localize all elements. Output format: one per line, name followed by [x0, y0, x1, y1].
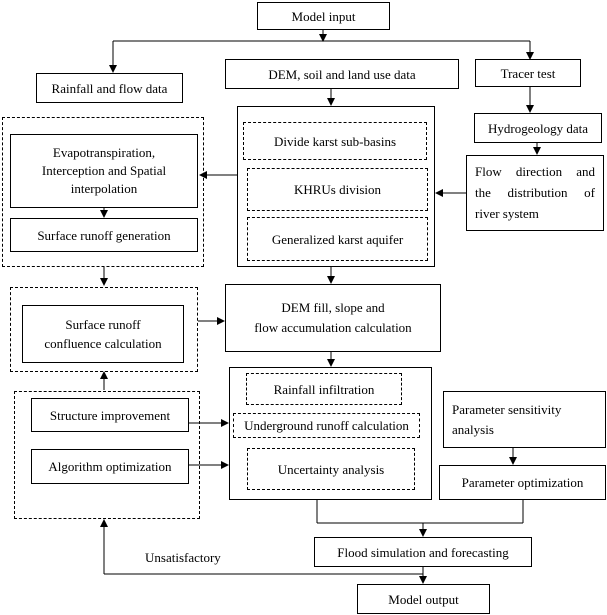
parameter-sensitivity-box: Parameter sensitivity analysis: [443, 391, 606, 448]
rainfall-flow-label: Rainfall and flow data: [51, 80, 168, 96]
evapotranspiration-box: Evapotranspiration, Interception and Spa…: [10, 134, 198, 208]
khrus-division-box: KHRUs division: [247, 168, 428, 211]
rainfall-infiltration-box: Rainfall infiltration: [246, 373, 402, 405]
confluence-group: [10, 287, 198, 372]
divide-subbasins-label: Divide karst sub-basins: [273, 133, 397, 149]
algorithm-optimization-box: Algorithm optimization: [31, 449, 189, 484]
algorithm-optimization-label: Algorithm optimization: [48, 459, 172, 474]
dem-fill-box: DEM fill, slope and flow accumulation ca…: [225, 284, 441, 352]
parameter-sensitivity-line-2: analysis: [452, 422, 494, 437]
uncertainty-analysis-label: Uncertainty analysis: [277, 461, 385, 477]
model-input-box: Model input: [257, 2, 390, 30]
model-improvement-group: [14, 391, 200, 519]
runoff-generation-group: [2, 117, 204, 267]
surface-runoff-generation-box: Surface runoff generation: [10, 218, 198, 252]
generalized-aquifer-box: Generalized karst aquifer: [247, 217, 428, 261]
evapotranspiration-line-3: interpolation: [70, 181, 138, 196]
flow-direction-line-2: the distribution of: [475, 185, 595, 200]
structure-improvement-box: Structure improvement: [31, 398, 189, 432]
khrus-division-label: KHRUs division: [293, 182, 382, 197]
evapotranspiration-line-1: Evapotranspiration,: [52, 145, 156, 160]
divide-subbasins-box: Divide karst sub-basins: [243, 122, 427, 160]
tracer-test-box: Tracer test: [475, 59, 581, 87]
flow-direction-line-1: Flow direction and: [475, 164, 595, 179]
surface-runoff-confluence-box: Surface runoff confluence calculation: [22, 305, 184, 363]
hydrogeology-label: Hydrogeology data: [487, 120, 588, 136]
flow-direction-line-3: river system: [475, 206, 539, 221]
underground-runoff-box: Underground runoff calculation: [233, 413, 420, 438]
unsatisfactory-label: Unsatisfactory: [145, 550, 221, 565]
runoff-calculation-group: [229, 367, 432, 500]
surface-runoff-generation-label: Surface runoff generation: [37, 227, 171, 243]
dem-soil-landuse-label: DEM, soil and land use data: [268, 66, 416, 82]
dem-fill-line-2: flow accumulation calculation: [254, 320, 412, 335]
evapotranspiration-line-2: Interception and Spatial: [41, 163, 167, 178]
flood-simulation-label: Flood simulation and forecasting: [337, 544, 509, 560]
parameter-optimization-label: Parameter optimization: [461, 475, 584, 490]
karst-division-group: [237, 106, 435, 267]
dem-fill-line-1: DEM fill, slope and: [281, 300, 385, 315]
rainfall-infiltration-label: Rainfall infiltration: [273, 381, 375, 397]
underground-runoff-label: Underground runoff calculation: [244, 418, 409, 433]
uncertainty-analysis-box: Uncertainty analysis: [247, 448, 415, 490]
dem-soil-landuse-box: DEM, soil and land use data: [225, 59, 459, 89]
generalized-aquifer-label: Generalized karst aquifer: [271, 231, 404, 247]
model-input-label: Model input: [291, 8, 356, 24]
flow-direction-box: Flow direction and the distribution of r…: [466, 155, 604, 231]
tracer-test-label: Tracer test: [500, 65, 556, 81]
surface-runoff-confluence-line-2: confluence calculation: [44, 336, 162, 351]
model-output-box: Model output: [357, 584, 490, 614]
parameter-optimization-box: Parameter optimization: [439, 465, 606, 500]
hydrogeology-box: Hydrogeology data: [474, 113, 602, 143]
structure-improvement-label: Structure improvement: [49, 407, 171, 423]
parameter-sensitivity-line-1: Parameter sensitivity: [452, 402, 562, 417]
rainfall-flow-box: Rainfall and flow data: [36, 73, 183, 103]
surface-runoff-confluence-line-1: Surface runoff: [65, 317, 141, 332]
model-output-label: Model output: [388, 591, 459, 607]
flood-simulation-box: Flood simulation and forecasting: [314, 537, 532, 567]
